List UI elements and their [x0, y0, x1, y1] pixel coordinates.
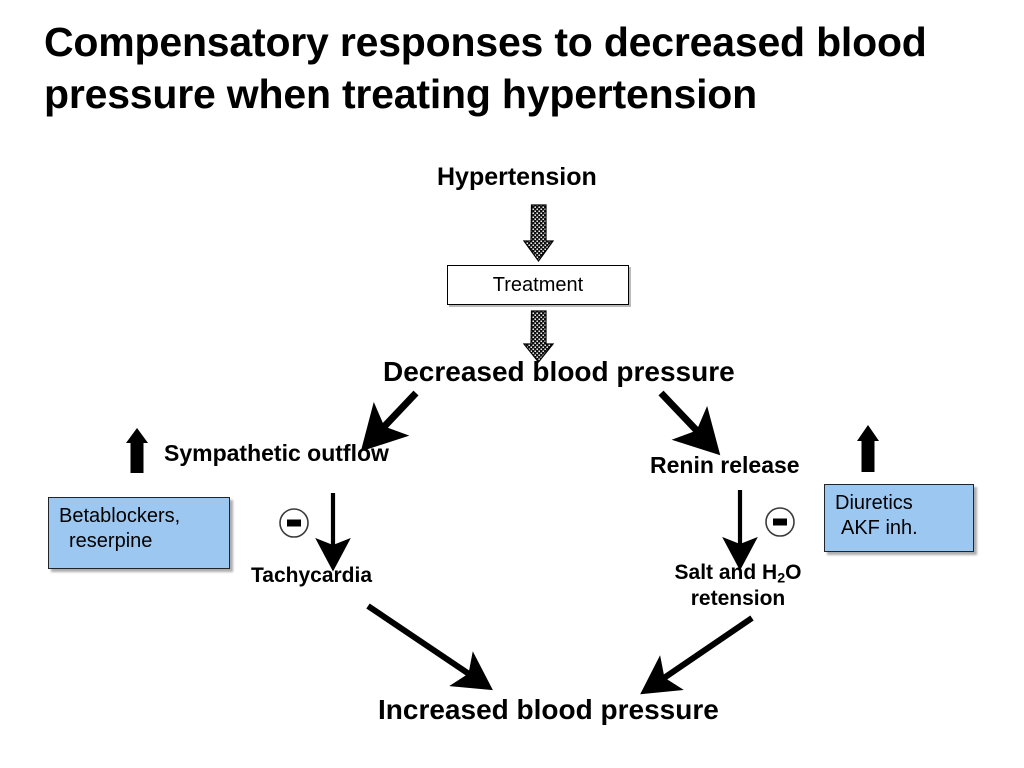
arrow-treatment-to-decreased-bp [522, 310, 555, 363]
arrow-tachycardia-to-increased-bp [366, 603, 493, 691]
node-label-decreased-blood-pressure: Decreased blood pressure [383, 356, 735, 387]
inhibition-minus-icon-right [765, 507, 795, 537]
drug-box-diuretics-line2: AKF inh. [841, 517, 918, 539]
inhibition-minus-icon-left [279, 508, 309, 538]
drug-box-diuretics[interactable]: Diuretics AKF inh. [824, 484, 974, 552]
arrow-decreased-bp-to-sympathetic [360, 390, 419, 452]
salt-label-line1-tail: O [785, 561, 802, 584]
up-arrow-icon-sympathetic [126, 428, 148, 473]
node-label-tachycardia: Tachycardia [251, 564, 373, 587]
node-label-sympathetic-outflow: Sympathetic outflow [164, 440, 389, 466]
node-label-increased-blood-pressure: Increased blood pressure [378, 694, 719, 725]
page-title: Compensatory responses to decreased bloo… [44, 19, 927, 118]
drug-box-betablockers[interactable]: Betablockers, reserpine [48, 497, 230, 569]
node-label-renin-release: Renin release [650, 452, 800, 478]
drug-box-betablockers-line2: reserpine [69, 530, 153, 552]
arrow-hypertension-to-treatment [522, 204, 555, 263]
node-label-salt-and-water-retention: Salt and H2O retension [658, 561, 818, 610]
arrow-decreased-bp-to-renin [658, 390, 721, 456]
salt-label-line1-head: Salt and H [674, 561, 778, 584]
node-box-treatment[interactable]: Treatment [447, 265, 629, 305]
salt-label-subscript: 2 [777, 570, 786, 587]
drug-box-betablockers-line1: Betablockers, [59, 505, 181, 527]
drug-box-diuretics-line1: Diuretics [835, 492, 913, 514]
node-label-hypertension: Hypertension [437, 163, 597, 191]
up-arrow-icon-renin [857, 425, 879, 472]
arrow-salt-retention-to-increased-bp [640, 615, 754, 695]
salt-label-line2: retension [690, 586, 786, 610]
node-label-treatment: Treatment [492, 273, 584, 296]
